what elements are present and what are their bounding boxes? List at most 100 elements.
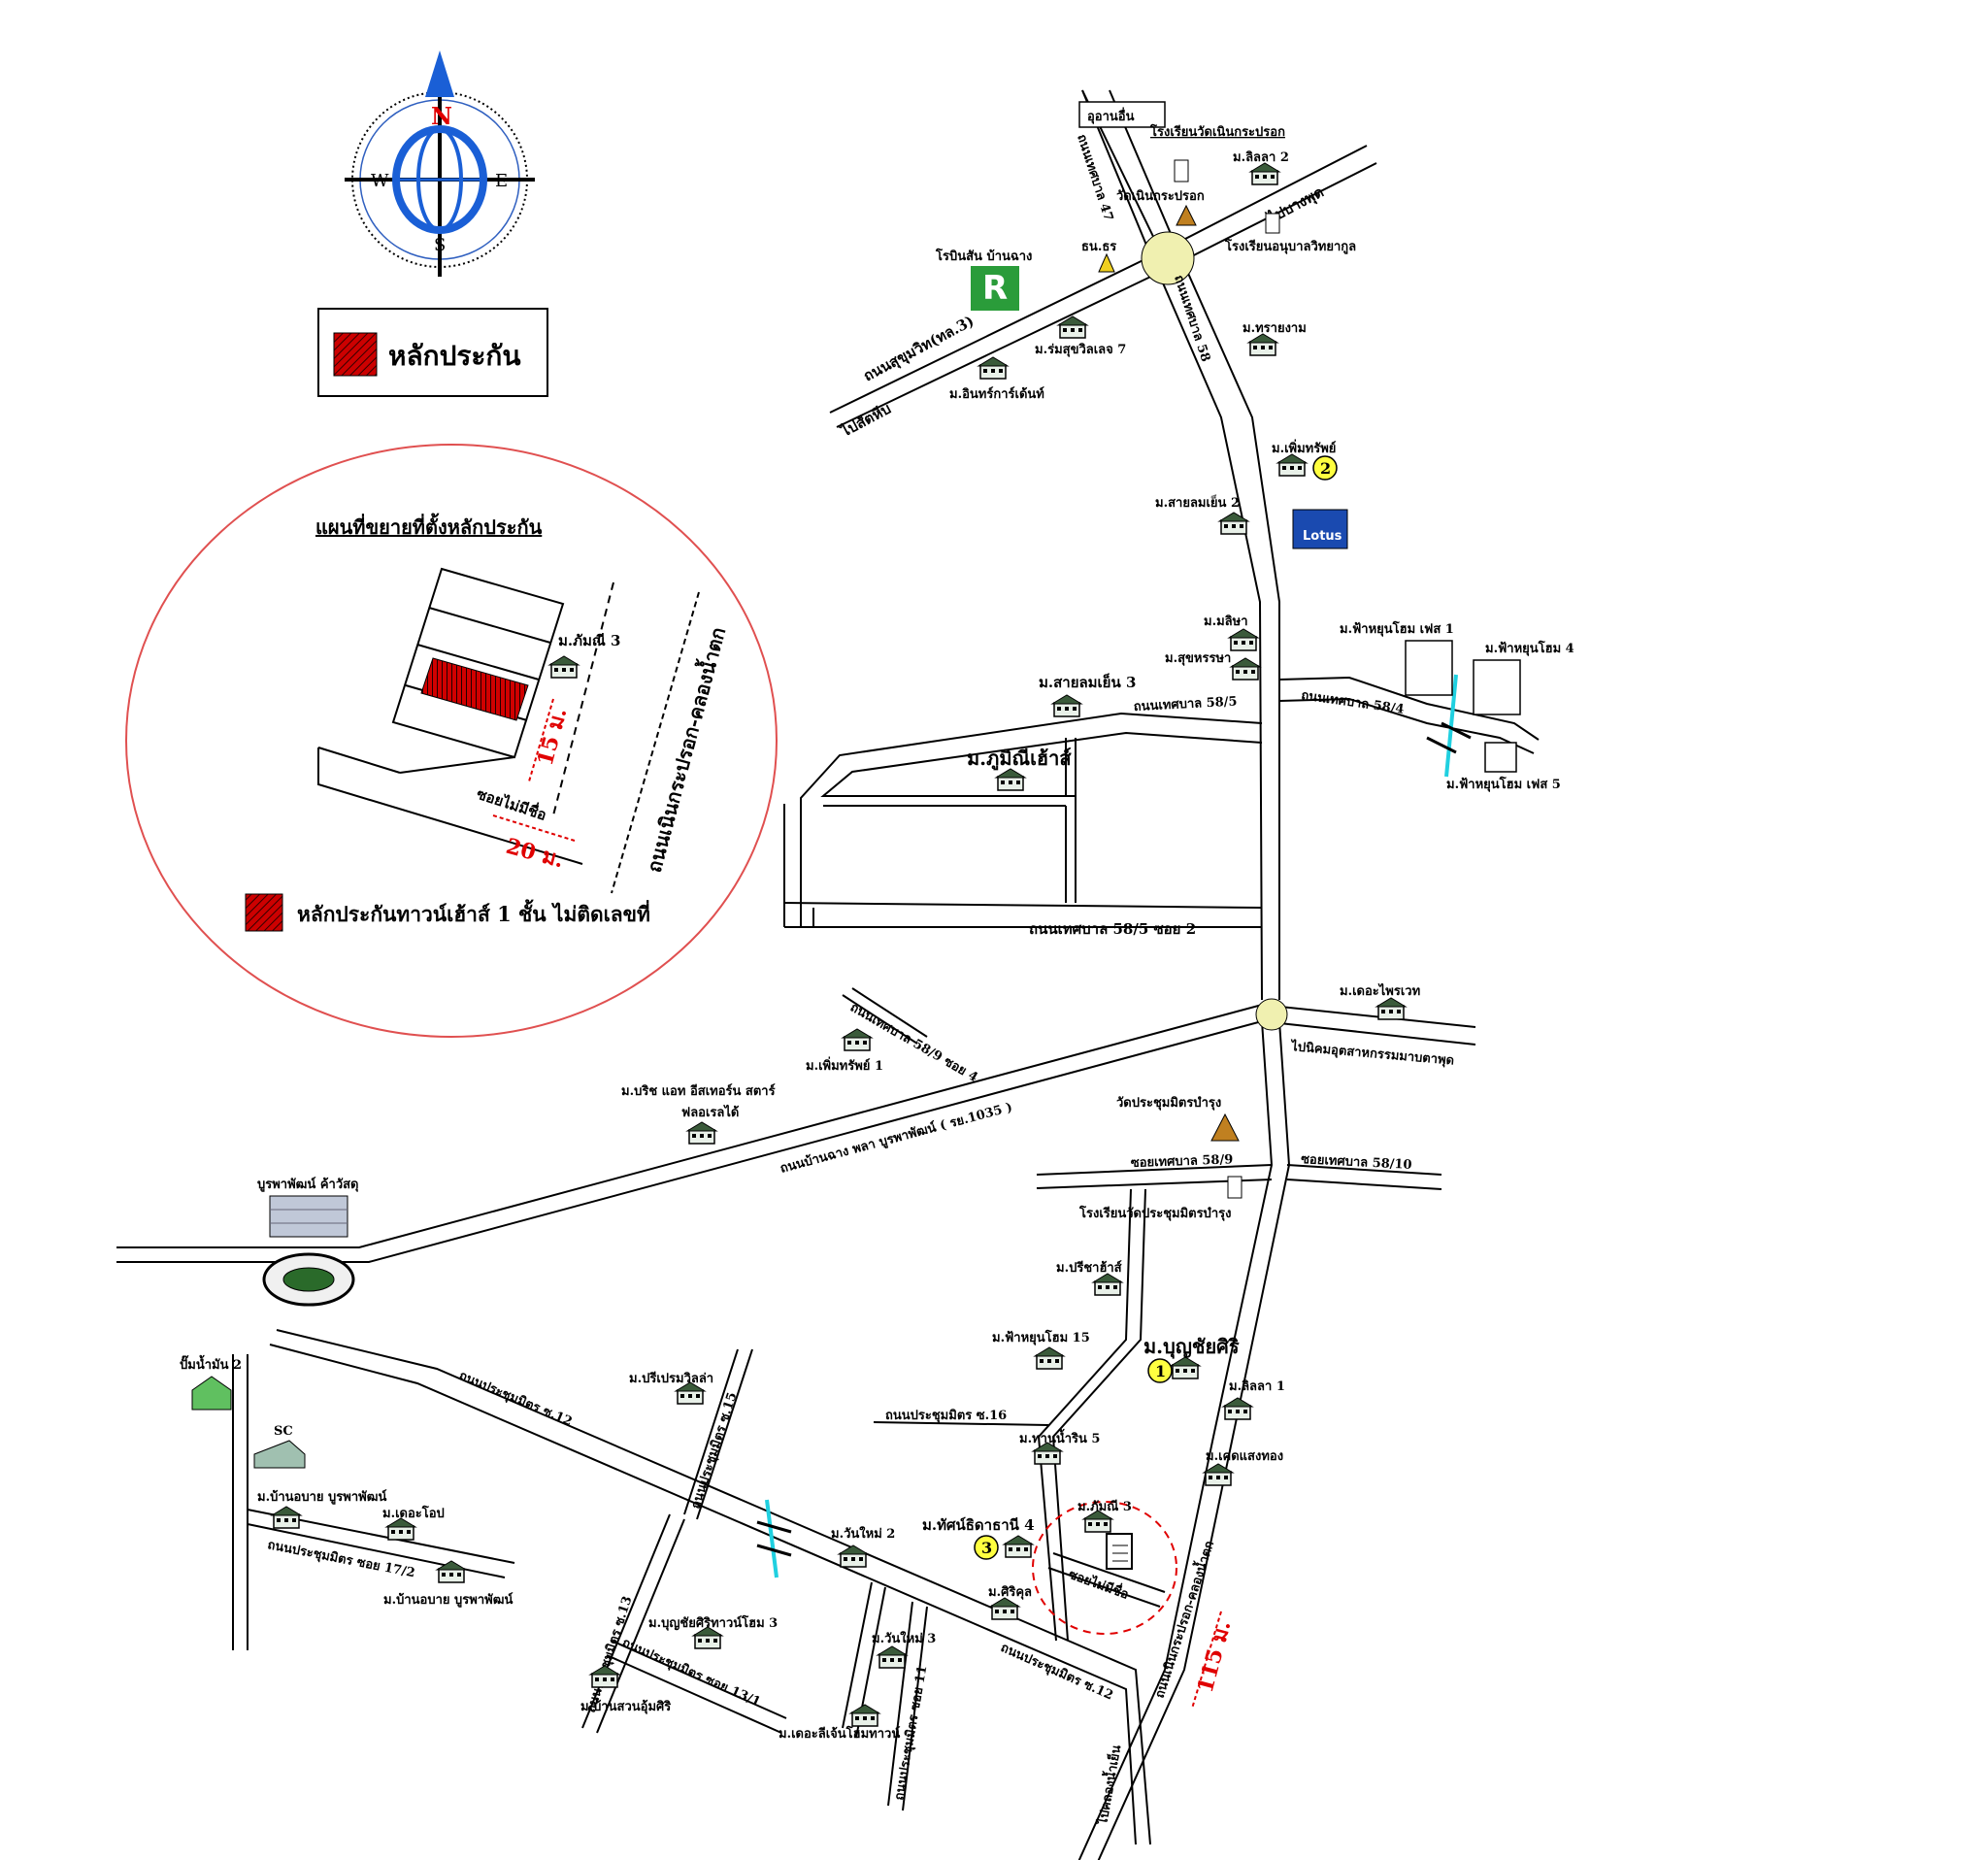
inset-village-label: ม.ภัมณี 3 [558,632,620,649]
burapha-building-icon [269,1195,348,1238]
label-v-florida: ฟลอเรลได้ [681,1104,739,1120]
label-rd-pm13: ถนนประชุมมิตร ซ.13 [584,1595,636,1715]
label-robinson: โรบินสัน บ้านฉาง [935,248,1032,264]
label-v-rom7: ม.ร่มสุขวิลเลจ 7 [1035,343,1126,357]
label-v-inter: ม.อินทร์การ์เด้นท์ [949,386,1044,402]
label-v-happy1: ม.ฟ้าหยุนโฮม เฟส 1 [1340,620,1454,637]
label-v-permsap1: ม.เพิ่มทรัพย์ 1 [806,1056,883,1074]
label-sc: SC [274,1424,293,1439]
label-rd-585-soi2: ถนนเทศบาล 58/5 ซอย 2 [1029,920,1196,938]
label-v-kedsaeng: ม.เคดแสงทอง [1206,1449,1283,1464]
inset-title: แผนที่ขยายที่ตั้งหลักประกัน [315,513,543,539]
label-v-baan-burapha: ม.บ้านอบาย บูรพาพัฒน์ [257,1489,386,1505]
label-rd-585: ถนนเทศบาล 58/5 [1133,694,1237,714]
inset-collateral-icon [245,893,283,932]
label-v-thanam5: ม.ทานน้ำริน 5 [1019,1428,1100,1446]
site-collateral-icon [1106,1533,1133,1570]
label-v-permsap2: ม.เพิ่มทรัพย์ [1272,439,1336,456]
label-rd-pm16: ถนนประชุมมิตร ซ.16 [885,1409,1007,1423]
label-v-palace: ม.เดอะไพรเวท [1340,982,1420,999]
label-v-phumi: ม.ภูมิณีเฮ้าส์ [967,747,1072,772]
temple-pm-icon [1210,1113,1240,1142]
label-dist-115: 115 ม. [1193,1618,1237,1696]
label-v-siriko: ม.ศิริคุล [988,1585,1032,1600]
label-soi-589: ซอยเทศบาล 58/9 [1131,1152,1234,1171]
school-anuban-icon [1265,213,1280,234]
marker-2-icon [1312,455,1338,481]
label-rd-pm12b: ถนนประชุมมิตร ซ.12 [998,1641,1114,1704]
gas-station-icon [191,1376,232,1411]
label-police: ธน.ธร [1081,240,1116,254]
compass-s-label: S [434,235,446,255]
inset-road-label: ถนนเนินกระปรอก-คลองน้ำตก [640,624,731,876]
marker-2-label: 2 [1320,459,1331,478]
label-v-lisa1: ม.ลิลลา 1 [1229,1379,1285,1394]
roundabout-top-icon [1141,231,1195,285]
inset-dist-a: 15 ม. [533,705,573,768]
label-v-happy4: ม.ฟ้าหยุนโฮม 4 [1485,640,1574,656]
label-school-pm: โรงเรียนวัดประชุมมิตรบำรุง [1078,1205,1231,1221]
collateral-lot-icon [420,657,529,721]
label-v-thatsanee4: ม.ทัศน์ธิดาธานี 4 [922,1516,1035,1534]
label-rd-584: ถนนเทศบาล 58/4 [1300,688,1405,717]
lotus-logo-icon [1292,509,1348,549]
marker-3-icon [974,1535,999,1560]
label-v-legend: ม.เดอะลีเจ้นโฮมทาวน์ [779,1725,900,1742]
temple-top-icon [1176,204,1197,226]
label-school-anuban: โรงเรียนอนุบาลวิทยากูล [1224,238,1356,254]
label-station: ปั๊มน้ำมัน 2 [180,1354,242,1373]
label-v-preecha: ม.ปรีชาฮ้าส์ [1056,1260,1122,1276]
label-soi-5810: ซอยเทศบาล 58/10 [1301,1152,1412,1173]
label-top-box: อุอานอื่น [1087,107,1135,124]
school-pm-icon [1227,1176,1242,1199]
label-temple-top: วัดเนินกระปรอก [1116,189,1205,204]
marker-1-label: 1 [1155,1362,1166,1380]
label-v-bridge: ม.บริช แอท อีสเทอร์น สตาร์ [621,1083,776,1099]
compass-e-label: E [495,171,508,191]
label-rd-pm15: ถนนประชุมมิตร ซ.15 [689,1391,741,1511]
compass-w-label: W [371,171,389,191]
label-v-baansuan: ม.บ้านสวนอุ้มศิริ [580,1699,671,1714]
label-v-thai: ม.ทรายงาม [1242,321,1307,336]
label-rd-pm131: ถนนประชุมมิตร ซอย 13/1 [619,1636,762,1711]
label-v-boonchai-town3: ม.บุญชัยศิริทาวน์โฮม 3 [648,1614,778,1631]
inset-dist-b: 20 ม. [503,834,566,874]
label-soi-nameless: ซอยไม่มีชื่อ [1067,1565,1132,1603]
label-v-theloop: ม.เดอะโอป [382,1505,445,1521]
label-v-happy15: ม.ฟ้าหยุนโฮม 15 [992,1329,1090,1345]
inset-soi-label: ซอยไม่มีชื่อ [475,783,549,824]
label-school-top: โรงเรียนวัดเนินกระปรอก [1149,123,1285,140]
marker-1-icon [1147,1358,1173,1383]
label-v-boonchai: ม.บุญชัยศิริ [1143,1335,1240,1359]
label-rd-main: ถนนบ้านฉาง พลา บูรพาพัฒน์ ( รย.1035 ) [779,1099,1014,1176]
label-rd-pm12: ถนนประชุมมิตร ซ.12 [456,1369,574,1430]
police-icon [1098,252,1115,273]
label-v-baan-burapha2: ม.บ้านอบาย บูรพาพัฒน์ [383,1592,513,1608]
inset-note: หลักประกันทาวน์เฮ้าส์ 1 ชั้น ไม่ติดเลขที… [297,899,650,926]
label-v-lomyen2: ม.สายลมเย็น 2 [1155,493,1240,511]
marker-3-label: 3 [981,1539,992,1557]
label-v-wanmai3: ม.วันใหม่ 3 [872,1630,936,1646]
svg-text:R: R [982,269,1008,308]
roundabout-mid-icon [1255,998,1288,1031]
label-v-lisa2: ม.ลิลลา 2 [1233,150,1289,165]
legend-box: หลักประกัน [317,308,548,397]
label-v-preeprom: ม.ปรีเปรมวิลล่า [629,1371,713,1386]
label-v-wanmai2: ม.วันใหม่ 2 [831,1525,895,1542]
label-burapha: บูรพาพัฒน์ ค้าวัสดุ [257,1177,359,1192]
label-to-industrial: ไปนิคมอุตสาหกรรมมาบตาพุด [1289,1038,1455,1069]
legend-label: หลักประกัน [388,340,521,372]
label-v-suk: ม.สุขหรรษา [1165,651,1231,666]
robinson-logo-icon [971,266,1019,311]
label-temple-pm: วัดประชุมมิตรบำรุง [1116,1095,1221,1111]
canal-icon [1444,674,1458,778]
school-top-icon [1174,159,1189,183]
compass-rose-icon: N S E W [345,50,535,277]
label-v-mali: ม.มลิษา [1204,614,1248,629]
label-v-happy5: ม.ฟ้าหยุนโฮม เฟส 5 [1446,776,1561,792]
label-v-phummi3: ม.ภัมณี 3 [1077,1499,1132,1514]
label-v-lomyen3: ม.สายลมเย็น 3 [1039,673,1136,691]
compass-n-label: N [431,102,452,130]
sc-building-icon [253,1440,306,1469]
